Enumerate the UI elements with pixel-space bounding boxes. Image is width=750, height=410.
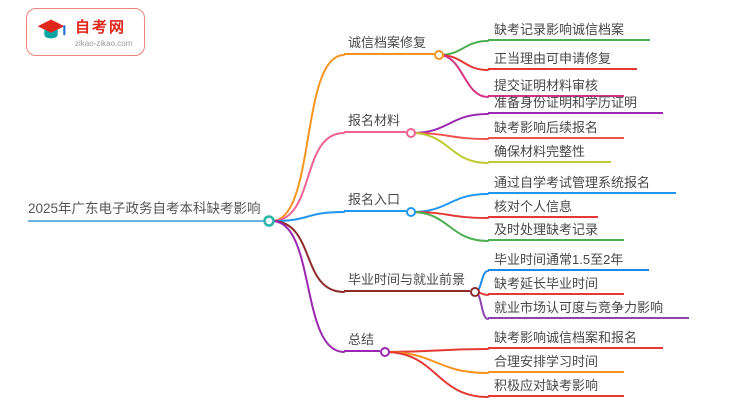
leaf-node: 通过自学考试管理系统报名 xyxy=(488,173,677,194)
leaf-node: 缺考记录影响诚信档案 xyxy=(488,20,651,41)
leaf-node: 毕业时间通常1.5至2年 xyxy=(488,250,650,271)
connector-center-branch-1 xyxy=(271,132,345,222)
leaf-node: 核对个人信息 xyxy=(488,197,599,218)
site-logo: 自考网 zikao-zikao.com xyxy=(26,8,146,56)
connector-branch4-leaf0 xyxy=(384,348,489,353)
leaf-node: 提交证明材料审核 xyxy=(488,76,625,97)
branch-node-registration-materials: 报名材料 xyxy=(344,111,406,133)
branch-junction-dot xyxy=(406,128,416,138)
logo-title: 自考网 xyxy=(75,19,127,36)
connector-center-branch-4 xyxy=(271,220,345,353)
leaf-node: 及时处理缺考记录 xyxy=(488,220,625,241)
branch-node-graduation-employment: 毕业时间与就业前景 xyxy=(344,270,470,292)
leaf-node: 缺考影响诚信档案和报名 xyxy=(488,328,664,349)
leaf-node: 积极应对缺考影响 xyxy=(488,376,625,397)
branch-junction-dot xyxy=(434,50,444,60)
branch-junction-dot xyxy=(406,207,416,217)
leaf-node: 就业市场认可度与竞争力影响 xyxy=(488,298,690,319)
connector-branch1-leaf0 xyxy=(410,113,489,134)
connector-center-branch-3 xyxy=(271,220,345,293)
branch-junction-dot xyxy=(380,347,390,357)
connector-center-branch-0 xyxy=(271,54,345,222)
branch-node-summary: 总结 xyxy=(344,330,380,352)
branch-node-credit-file-repair: 诚信档案修复 xyxy=(344,33,434,55)
leaf-node: 确保材料完整性 xyxy=(488,142,612,163)
leaf-node: 正当理由可申请修复 xyxy=(488,49,638,70)
central-topic: 2025年广东电子政务自考本科缺考影响 xyxy=(28,201,261,216)
connector-branch4-leaf1 xyxy=(384,351,489,374)
branch-junction-dot xyxy=(470,287,480,297)
connector-branch1-leaf2 xyxy=(410,132,489,164)
logo-domain: zikao-zikao.com xyxy=(75,39,133,48)
connector-center-branch-2 xyxy=(271,211,345,222)
connector-branch0-leaf0 xyxy=(438,40,489,56)
leaf-node: 准备身份证明和学历证明 xyxy=(488,93,664,114)
connector-branch4-leaf2 xyxy=(384,351,489,398)
connector-branch2-leaf2 xyxy=(410,211,489,242)
connector-branch0-leaf2 xyxy=(438,54,489,98)
logo-text: 自考网 zikao-zikao.com xyxy=(75,16,132,48)
leaf-node: 合理安排学习时间 xyxy=(488,352,625,373)
central-junction-dot xyxy=(263,215,275,227)
leaf-node: 缺考延长毕业时间 xyxy=(488,274,625,295)
graduation-cap-icon xyxy=(37,19,66,39)
connector-branch2-leaf0 xyxy=(410,193,489,213)
leaf-node: 缺考影响后续报名 xyxy=(488,118,625,139)
branch-node-registration-portal: 报名入口 xyxy=(344,190,406,212)
